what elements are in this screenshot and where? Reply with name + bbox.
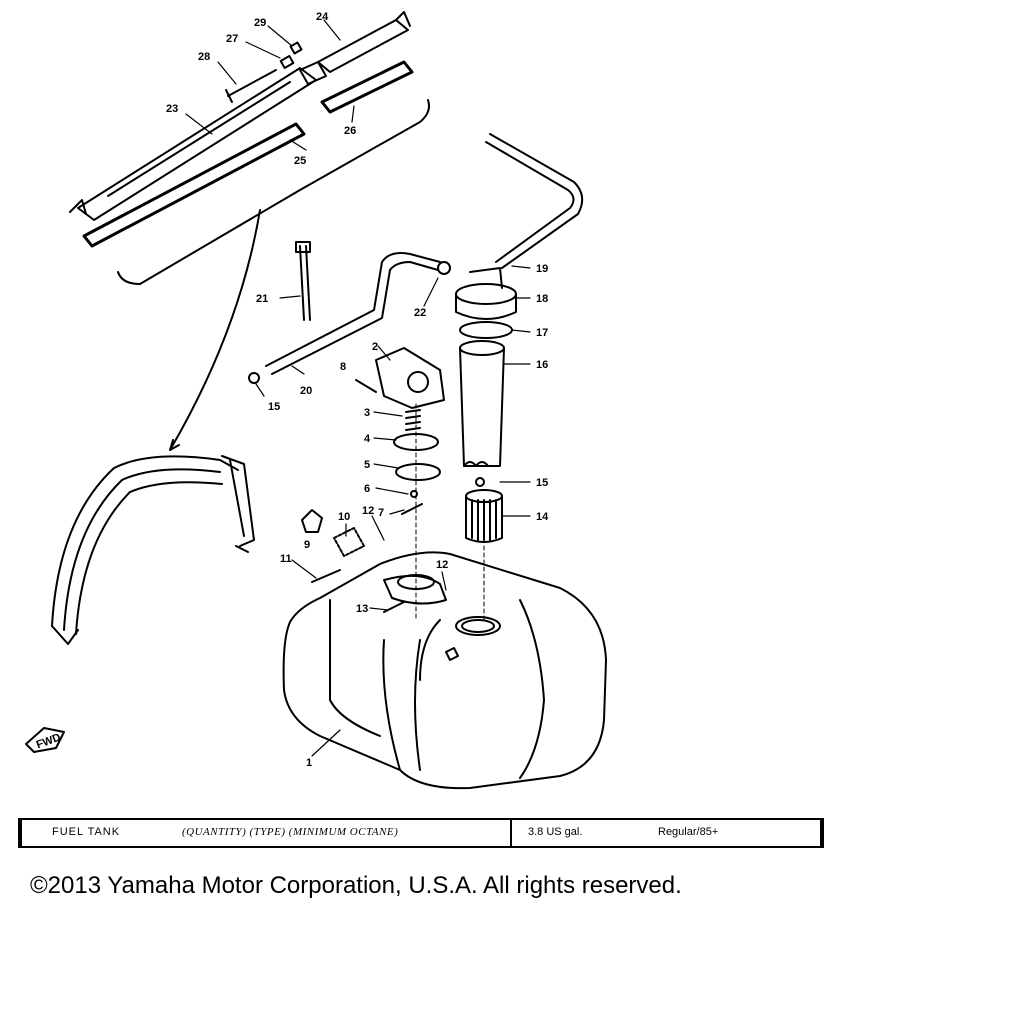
callout-25: 25 [294, 155, 306, 167]
fuel-tank-spec-bar: FUEL TANK (QUANTITY) (TYPE) (MINIMUM OCT… [18, 818, 824, 848]
callout-11: 11 [280, 553, 292, 565]
callout-12-lower: 12 [436, 559, 448, 571]
callout-8: 8 [340, 361, 346, 373]
part-28-bolt [225, 69, 277, 103]
callout-5: 5 [364, 459, 370, 471]
callout-13: 13 [356, 603, 368, 615]
callout-10: 10 [338, 511, 350, 523]
callout-22: 22 [414, 307, 426, 319]
part-16-filter-bowl [459, 340, 505, 467]
inset-pointer-arrow [169, 209, 261, 451]
part-26-pad [320, 60, 414, 114]
part-15-clip-right [475, 477, 485, 487]
callout-3: 3 [364, 407, 370, 419]
part-29-nut [289, 41, 303, 55]
part-25-pad [82, 122, 306, 248]
callout-15-left: 15 [268, 401, 280, 413]
callout-24: 24 [316, 11, 329, 23]
callout-1: 1 [306, 757, 312, 769]
spec-label: FUEL TANK [52, 826, 121, 838]
callout-7: 7 [378, 507, 384, 519]
callout-2: 2 [372, 341, 378, 353]
part-9-cap [301, 509, 323, 533]
callout-21: 21 [256, 293, 268, 305]
callout-27: 27 [226, 33, 238, 45]
part-20-fuel-hose [265, 252, 441, 375]
part-3-spring [405, 409, 421, 431]
part-8-screw [355, 379, 377, 393]
callout-15-right: 15 [536, 477, 548, 489]
spec-capacity: 3.8 US gal. [528, 826, 583, 838]
callout-9: 9 [304, 539, 310, 551]
part-23-strap [69, 67, 317, 221]
spec-description: (QUANTITY) (TYPE) (MINIMUM OCTANE) [182, 826, 399, 838]
spec-fuel-type: Regular/85+ [658, 826, 719, 838]
part-11-bolt [311, 569, 341, 583]
part-24-strap [317, 11, 411, 73]
direction-marker-arrow [25, 727, 65, 753]
part-13-bolt [383, 601, 405, 613]
part-1-fuel-tank [282, 551, 607, 790]
callout-16: 16 [536, 359, 548, 371]
callout-28: 28 [198, 51, 210, 63]
part-15-clip-left [248, 372, 260, 384]
part-17-o-ring [459, 321, 513, 339]
part-22-clamp [437, 261, 451, 275]
part-14-strainer [465, 489, 503, 543]
callout-12-upper: 12 [362, 505, 374, 517]
spec-divider [510, 820, 512, 846]
tank-mounting-strap [51, 455, 255, 645]
callout-23: 23 [166, 103, 178, 115]
part-19-fuel-hose [485, 133, 584, 269]
part-21-cable-tie [295, 241, 311, 321]
callout-14: 14 [536, 511, 549, 523]
part-5-gasket [395, 463, 441, 481]
exploded-parts-diagram: 23 28 27 29 24 25 26 21 22 19 18 17 16 1… [25, 11, 607, 790]
callout-26: 26 [344, 125, 356, 137]
callout-29: 29 [254, 17, 266, 29]
callout-17: 17 [536, 327, 548, 339]
callout-6: 6 [364, 483, 370, 495]
inset-panel-outline [117, 99, 430, 285]
part-27-collar [279, 55, 295, 69]
copyright-notice: ©2013 Yamaha Motor Corporation, U.S.A. A… [30, 872, 682, 899]
part-6-washer [410, 490, 418, 498]
part-7-screw [401, 503, 423, 515]
callout-20: 20 [300, 385, 312, 397]
part-10-gasket [333, 527, 365, 557]
callout-4: 4 [364, 433, 371, 445]
callout-18: 18 [536, 293, 548, 305]
part-2-fuel-cock [375, 347, 445, 409]
part-18-filter-head [455, 267, 517, 320]
callout-19: 19 [536, 263, 548, 275]
